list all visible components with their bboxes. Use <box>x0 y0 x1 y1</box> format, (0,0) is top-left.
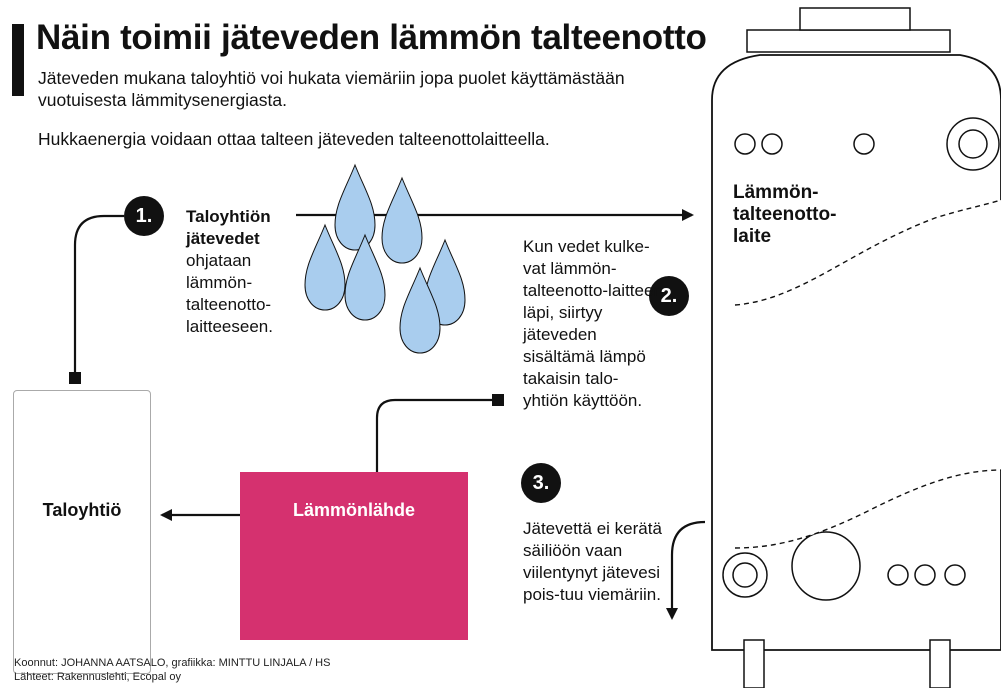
heat-source-label: Lämmönlähde <box>292 500 416 520</box>
step-1-body: ohjataan lämmön-talteenotto-laitteeseen. <box>186 251 273 336</box>
tank-label: Lämmön-talteenotto-laite <box>733 182 837 247</box>
inflow-pipe <box>73 214 124 375</box>
building-label: Taloyhtiö <box>42 500 122 520</box>
building-box <box>13 390 151 674</box>
water-drops <box>304 163 466 354</box>
step-1-description: Taloyhtiön jätevedet ohjataan lämmön-tal… <box>186 206 316 338</box>
coil-bottom-cut-line <box>734 469 1001 549</box>
coil-top-cut-line <box>734 199 1001 306</box>
heat-return-pipe <box>375 398 497 472</box>
step-3-badge: 3. <box>521 463 561 503</box>
tank-pipe-joint <box>492 394 504 406</box>
step-2-description: Kun vedet kulke-vat lämmön-talteenotto-l… <box>523 237 663 410</box>
title-accent-bar <box>12 24 24 96</box>
building-pipe-joint <box>69 372 81 384</box>
outflow-arrow <box>666 520 706 620</box>
heat-source-box <box>240 472 468 640</box>
step-1-badge: 1. <box>124 196 164 236</box>
credits-sources: Lähteet: Rakennuslehti, Ecopal oy <box>14 671 181 683</box>
page-title: Näin toimii jäteveden lämmön talteenotto <box>36 18 707 57</box>
step-3-description: Jätevettä ei kerätä säiliöön vaan viilen… <box>523 519 662 604</box>
intro-paragraph-1: Jäteveden mukana taloyhtiö voi hukata vi… <box>38 68 625 110</box>
step-2-badge: 2. <box>649 276 689 316</box>
step-1-heading: Taloyhtiön jätevedet <box>186 207 271 248</box>
credits-authors: Koonnut: JOHANNA AATSALO, grafiikka: MIN… <box>14 657 331 669</box>
credits: Koonnut: JOHANNA AATSALO, grafiikka: MIN… <box>14 656 414 684</box>
intro-paragraph-2: Hukkaenergia voidaan ottaa talteen jätev… <box>38 129 550 149</box>
